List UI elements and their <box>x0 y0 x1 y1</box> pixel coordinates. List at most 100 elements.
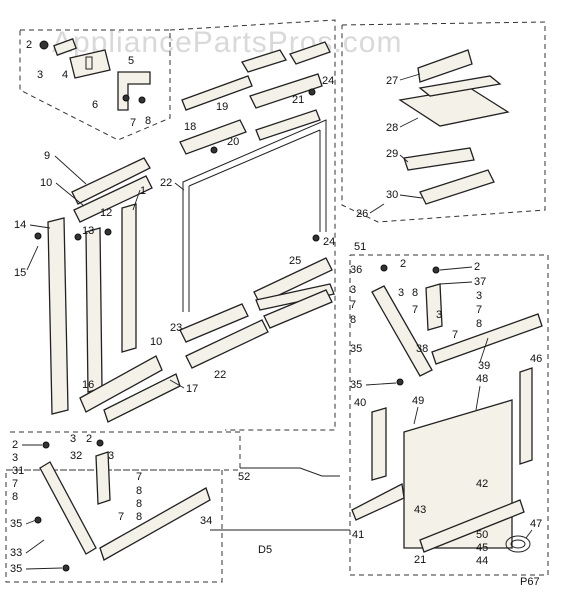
svg-text:7: 7 <box>136 471 142 483</box>
part-label-51: 51 <box>354 241 366 253</box>
svg-text:5: 5 <box>128 55 134 67</box>
svg-text:4: 4 <box>62 69 68 81</box>
part-label-10: 10 <box>40 177 85 207</box>
svg-text:24: 24 <box>322 75 334 87</box>
svg-text:2: 2 <box>474 261 480 273</box>
part-label-8r: 8 <box>476 318 482 330</box>
svg-text:3: 3 <box>70 433 76 445</box>
main-frame-parts <box>34 41 335 423</box>
group-boundaries <box>5 19 549 583</box>
svg-text:17: 17 <box>186 383 198 395</box>
part-label-17: 17 <box>169 379 198 395</box>
svg-text:35: 35 <box>350 379 362 391</box>
svg-text:8: 8 <box>476 318 482 330</box>
part-label-1: 1 <box>132 185 146 211</box>
svg-text:19: 19 <box>216 101 228 113</box>
part-label-15: 15 <box>14 245 39 279</box>
svg-text:24: 24 <box>323 236 335 248</box>
part-label-2bl: 2 <box>12 439 42 451</box>
connector-lines <box>210 467 350 531</box>
svg-text:51: 51 <box>354 241 366 253</box>
part-label-2: 2 <box>26 39 32 51</box>
part-label-37: 37 <box>439 276 486 288</box>
part-label-35r: 35 <box>350 343 362 355</box>
svg-text:13: 13 <box>82 225 94 237</box>
part-label-3bl2: 3 <box>12 452 18 464</box>
svg-text:18: 18 <box>184 121 196 133</box>
part-label-8bl: 8 <box>12 491 18 503</box>
part-label-2bl2: 2 <box>86 433 92 445</box>
svg-text:20: 20 <box>227 136 239 148</box>
part-label-48: 48 <box>475 373 488 411</box>
part-label-3bl: 3 <box>70 433 76 445</box>
svg-text:27: 27 <box>386 75 398 87</box>
svg-text:22: 22 <box>160 177 172 189</box>
part-label-50: 50 <box>476 529 488 541</box>
svg-text:2: 2 <box>12 439 18 451</box>
svg-text:35: 35 <box>10 563 22 575</box>
part-label-30: 30 <box>386 189 423 201</box>
part-label-21r: 21 <box>414 554 426 566</box>
svg-text:1: 1 <box>140 185 146 197</box>
part-label-7r: 7 <box>476 304 482 316</box>
part-label-6: 6 <box>92 99 98 111</box>
svg-text:3: 3 <box>398 287 404 299</box>
part-label-39: 39 <box>478 337 490 372</box>
svg-text:42: 42 <box>476 478 488 490</box>
part-label-12: 12 <box>100 207 112 219</box>
part-label-36: 36 <box>350 264 362 276</box>
svg-text:2: 2 <box>86 433 92 445</box>
right-top-kit <box>398 49 510 205</box>
svg-text:10: 10 <box>150 336 162 348</box>
svg-text:35: 35 <box>10 518 22 530</box>
part-label-52: 52 <box>238 471 250 483</box>
svg-text:8: 8 <box>145 115 151 127</box>
part-label-31: 31 <box>12 465 24 477</box>
part-label-47: 47 <box>525 518 542 539</box>
svg-text:14: 14 <box>14 219 26 231</box>
svg-text:47: 47 <box>530 518 542 530</box>
svg-text:3: 3 <box>12 452 18 464</box>
part-label-8bl2: 8 <box>136 485 142 497</box>
svg-text:26: 26 <box>356 208 368 220</box>
part-label-3r: 3 <box>476 290 482 302</box>
part-label-18: 18 <box>184 121 196 133</box>
svg-text:50: 50 <box>476 529 488 541</box>
part-label-9: 9 <box>44 150 87 185</box>
svg-text:29: 29 <box>386 148 398 160</box>
svg-text:8: 8 <box>350 314 356 326</box>
svg-text:43: 43 <box>414 504 426 516</box>
svg-text:9: 9 <box>44 150 50 162</box>
part-label-46: 46 <box>530 353 542 365</box>
right-lower-kit <box>351 264 543 553</box>
svg-text:8: 8 <box>136 485 142 497</box>
footer-code: D5 <box>258 544 272 556</box>
part-label-8: 8 <box>145 115 151 127</box>
part-label-5: 5 <box>128 55 134 67</box>
svg-text:7: 7 <box>476 304 482 316</box>
svg-text:8: 8 <box>136 511 142 523</box>
part-label-7bl2: 7 <box>136 471 142 483</box>
part-label-3l: 3 <box>350 284 356 296</box>
part-label-34: 34 <box>200 515 212 527</box>
svg-text:39: 39 <box>478 360 490 372</box>
part-label-26: 26 <box>356 203 385 220</box>
svg-text:22: 22 <box>214 369 226 381</box>
svg-text:36: 36 <box>350 264 362 276</box>
svg-text:8: 8 <box>12 491 18 503</box>
svg-text:7: 7 <box>12 478 18 490</box>
part-label-8m: 8 <box>412 287 418 299</box>
svg-text:7: 7 <box>130 117 136 129</box>
watermark: AppliancePartsPros.com <box>52 26 402 59</box>
svg-text:45: 45 <box>476 542 488 554</box>
svg-text:46: 46 <box>530 353 542 365</box>
part-labels: 1 2 3 4 5 6 7 8 9 10 12 13 14 15 16 10 1… <box>10 39 542 575</box>
svg-text:3: 3 <box>350 284 356 296</box>
part-label-13: 13 <box>82 225 94 237</box>
part-label-19: 19 <box>216 101 228 113</box>
svg-text:38: 38 <box>416 343 428 355</box>
svg-text:7: 7 <box>350 299 356 311</box>
svg-text:44: 44 <box>476 555 488 567</box>
svg-text:31: 31 <box>12 465 24 477</box>
svg-text:8: 8 <box>412 287 418 299</box>
